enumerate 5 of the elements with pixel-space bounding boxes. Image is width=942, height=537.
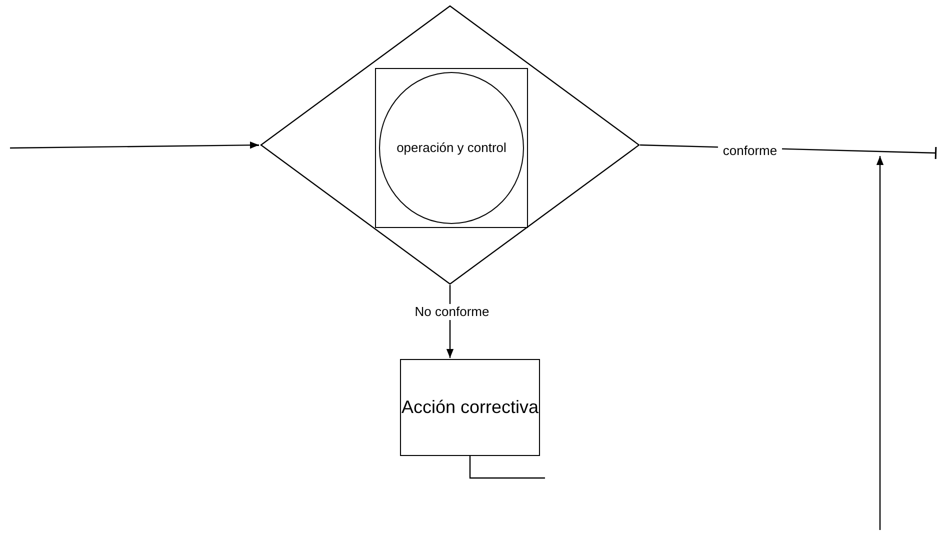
arrow (10, 142, 259, 149)
process-circle: operación y control (379, 72, 524, 224)
arrow (469, 155, 884, 531)
decision-diamond (260, 5, 640, 285)
process-box: Acción correctiva (400, 359, 540, 456)
